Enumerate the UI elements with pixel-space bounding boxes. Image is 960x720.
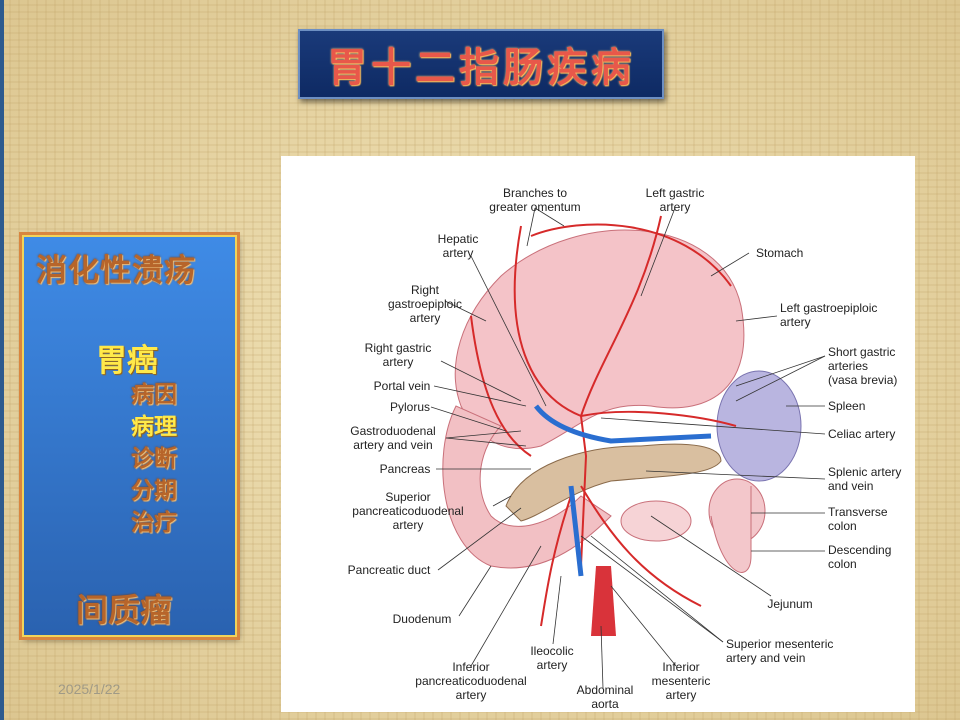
sidebar-panel: 消化性溃疡 胃癌 病因 病理 诊断 分期 治疗 间质瘤 bbox=[19, 232, 240, 640]
label-stomach: Stomach bbox=[756, 246, 804, 260]
sidebar-heading[interactable]: 消化性溃疡 bbox=[36, 253, 196, 289]
slide-date: 2025/1/22 bbox=[58, 681, 121, 697]
label-left-gastroepiploic-artery: Left gastroepiploic artery bbox=[780, 301, 878, 329]
leader-lines bbox=[430, 207, 826, 689]
label-hepatic-artery: Hepatic artery bbox=[437, 232, 479, 260]
colon-shape bbox=[708, 478, 766, 573]
sidebar-subtopic[interactable]: 治疗 bbox=[131, 510, 177, 536]
label-pancreatic-duct: Pancreatic duct bbox=[347, 563, 431, 577]
anatomy-illustration bbox=[430, 207, 826, 689]
label-transverse-colon: Transverse colon bbox=[828, 505, 888, 533]
sidebar-subtopic[interactable]: 病理 bbox=[131, 414, 177, 440]
label-spleen: Spleen bbox=[828, 399, 866, 413]
label-pancreas: Pancreas bbox=[379, 462, 431, 476]
jejunum-shape bbox=[620, 500, 692, 542]
duodenum-shape bbox=[442, 405, 612, 569]
anatomy-diagram: Branches to greater omentum Left gastric… bbox=[281, 156, 915, 712]
slide-title: 胃十二指肠疾病 bbox=[327, 44, 635, 91]
label-inferior-pancreaticoduodenal: Inferior pancreaticoduodenal artery bbox=[415, 660, 527, 702]
label-right-gastric-artery: Right gastric artery bbox=[364, 341, 432, 369]
sidebar-main-topic[interactable]: 胃癌 bbox=[96, 343, 158, 379]
label-celiac-artery: Celiac artery bbox=[828, 427, 896, 441]
label-short-gastric-arteries: Short gastric arteries (vasa brevia) bbox=[828, 345, 898, 387]
slide-edge bbox=[0, 0, 4, 720]
stomach-shape bbox=[454, 229, 745, 450]
spleen-shape bbox=[716, 370, 802, 482]
aorta-shape bbox=[591, 566, 616, 636]
pancreas-shape bbox=[505, 443, 722, 522]
sidebar-subtopic[interactable]: 病因 bbox=[131, 382, 177, 408]
label-jejunum: Jejunum bbox=[767, 597, 813, 611]
label-descending-colon: Descending colon bbox=[828, 543, 892, 571]
label-ileocolic-artery: Ileocolic artery bbox=[530, 644, 574, 672]
label-inferior-mesenteric: Inferior mesenteric artery bbox=[651, 660, 711, 702]
sidebar-subtopic[interactable]: 分期 bbox=[131, 478, 177, 504]
label-abdominal-aorta: Abdominal aorta bbox=[576, 683, 634, 711]
label-right-gastroepiploic-artery: Right gastroepiploic artery bbox=[387, 283, 463, 325]
label-gastroduodenal: Gastroduodenal artery and vein bbox=[350, 424, 436, 452]
label-branches-greater-omentum: Branches to greater omentum bbox=[489, 186, 581, 214]
label-portal-vein: Portal vein bbox=[373, 379, 431, 393]
label-left-gastric-artery: Left gastric artery bbox=[645, 186, 705, 214]
sidebar-subtopic[interactable]: 诊断 bbox=[131, 446, 177, 472]
label-superior-mesenteric: Superior mesenteric artery and vein bbox=[726, 637, 834, 665]
slide-title-box: 胃十二指肠疾病 bbox=[298, 29, 664, 99]
label-superior-pancreaticoduodenal: Superior pancreaticoduodenal artery bbox=[352, 490, 464, 532]
sidebar-footer[interactable]: 间质瘤 bbox=[76, 591, 173, 629]
label-splenic-artery-vein: Splenic artery and vein bbox=[828, 465, 902, 493]
label-duodenum: Duodenum bbox=[392, 612, 452, 626]
vessels bbox=[470, 215, 737, 627]
label-pylorus: Pylorus bbox=[389, 400, 431, 414]
veins bbox=[534, 404, 712, 577]
